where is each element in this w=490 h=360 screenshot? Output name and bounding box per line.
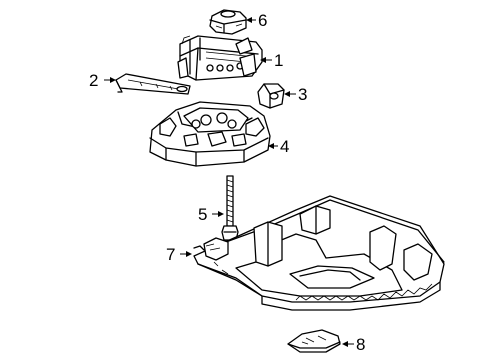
callout-label-8: 8 [356, 335, 365, 354]
callout-label-3: 3 [298, 85, 307, 104]
part-7-liner [193, 195, 445, 311]
callout-7: 7 [166, 245, 192, 264]
callout-4: 4 [268, 137, 289, 156]
part-4-tray [149, 101, 271, 167]
callout-label-5: 5 [198, 205, 207, 224]
part-8-cover [287, 329, 341, 353]
callout-label-4: 4 [280, 137, 289, 156]
part-3-bracket [257, 83, 285, 109]
arrow-icon [260, 57, 266, 63]
arrow-icon [218, 211, 224, 217]
part-2-handle [115, 73, 191, 95]
arrow-icon [284, 91, 290, 97]
callout-2: 2 [89, 71, 116, 90]
callout-5: 5 [198, 205, 224, 224]
callout-3: 3 [284, 85, 307, 104]
callout-label-7: 7 [166, 245, 175, 264]
arrow-icon [186, 251, 192, 257]
callout-label-2: 2 [89, 71, 98, 90]
arrow-icon [268, 143, 274, 149]
callout-8: 8 [342, 335, 365, 354]
callout-6: 6 [246, 11, 267, 30]
arrow-icon [110, 77, 116, 83]
part-6-plug [209, 9, 247, 35]
arrow-icon [246, 17, 252, 23]
part-5-bolt [221, 175, 239, 241]
arrow-icon [342, 341, 348, 347]
callout-1: 1 [260, 51, 283, 70]
part-1-jack [177, 35, 263, 81]
callout-label-1: 1 [274, 51, 283, 70]
callout-label-6: 6 [258, 11, 267, 30]
